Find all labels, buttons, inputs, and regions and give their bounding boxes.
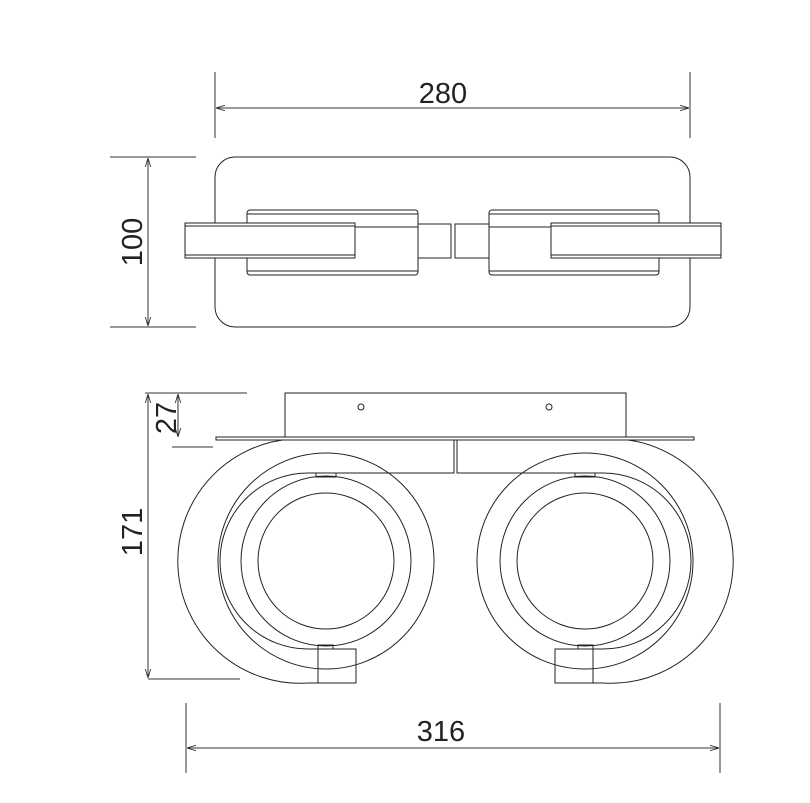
width-label: 280 bbox=[419, 78, 467, 110]
left-c-arm bbox=[177, 438, 455, 684]
right-ring-bar bbox=[550, 222, 722, 259]
right-outer-ring bbox=[476, 452, 694, 670]
canopy-dimension-27: 27 bbox=[145, 392, 247, 448]
canopy-height-label: 27 bbox=[151, 402, 183, 434]
left-connector bbox=[417, 223, 452, 259]
total-width-label: 316 bbox=[417, 716, 465, 748]
screw-hole-icon bbox=[545, 403, 553, 411]
front-view: 27 171 316 bbox=[117, 392, 734, 773]
canopy bbox=[284, 392, 627, 438]
total-height-label: 171 bbox=[117, 508, 149, 556]
left-lamp bbox=[177, 438, 455, 684]
left-ring-bar bbox=[184, 222, 356, 259]
width-dimension-280: 280 bbox=[214, 72, 691, 138]
depth-dimension-100: 100 bbox=[110, 156, 196, 328]
left-ring bbox=[240, 475, 412, 647]
left-diffuser bbox=[257, 492, 395, 630]
left-outer-ring bbox=[217, 452, 435, 670]
top-view: 280 100 bbox=[110, 72, 722, 328]
right-c-arm bbox=[456, 438, 734, 684]
height-dimension-171: 171 bbox=[117, 394, 240, 680]
width-dimension-316: 316 bbox=[185, 703, 721, 773]
base-plate bbox=[215, 436, 695, 441]
right-ring bbox=[499, 475, 671, 647]
depth-label: 100 bbox=[117, 218, 149, 266]
right-connector bbox=[454, 223, 490, 259]
right-diffuser bbox=[516, 492, 654, 630]
screw-hole-icon bbox=[357, 403, 365, 411]
right-lamp bbox=[456, 438, 734, 684]
